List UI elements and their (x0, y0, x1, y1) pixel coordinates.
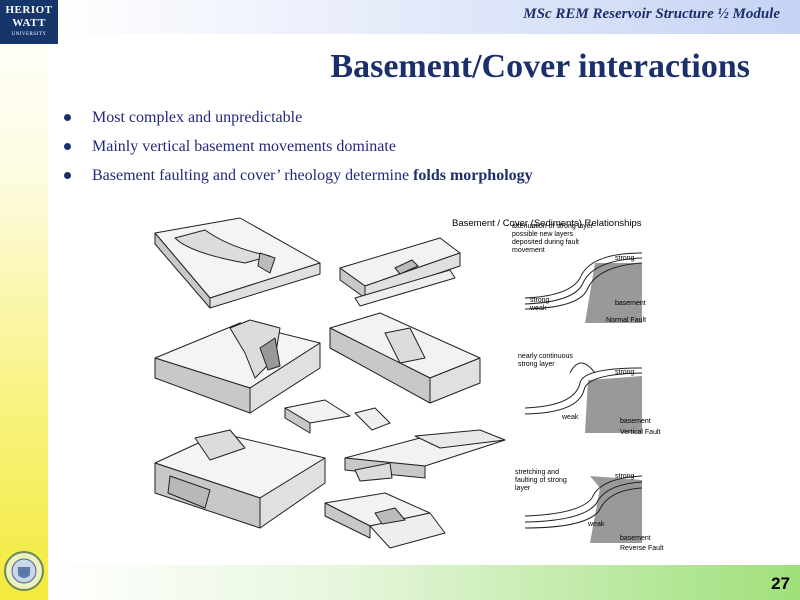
logo-line-2: WATT (12, 17, 46, 29)
bullet-dot-icon (64, 143, 71, 150)
heriot-watt-logo: HERIOT WATT UNIVERSITY (0, 0, 58, 44)
vertical-note-1: nearly continuous (518, 353, 573, 360)
normal-note-2: possible new layers (512, 231, 574, 238)
normal-basement-label: basement (615, 300, 646, 307)
bullet-text: Most complex and unpredictable (92, 109, 303, 126)
fault-block-diagram-4 (329, 312, 481, 404)
vertical-fault-section: nearly continuous strong layer strong we… (518, 353, 661, 436)
top-gradient-band (48, 0, 800, 34)
reverse-note-3: layer (515, 485, 531, 492)
page-number: 27 (771, 574, 790, 593)
bullet-text: Mainly vertical basement movements domin… (92, 138, 396, 155)
vertical-weak-label: weak (561, 414, 579, 421)
fault-block-diagram-7 (344, 429, 506, 482)
vertical-fault-caption: Vertical Fault (620, 429, 661, 436)
slide-title: Basement/Cover interactions (330, 48, 750, 85)
bottom-gradient-band (48, 565, 800, 600)
vertical-note-2: strong layer (518, 361, 555, 368)
fault-block-diagram-8 (324, 492, 446, 549)
reverse-weak-label: weak (587, 521, 605, 528)
course-title: MSc REM Reservoir Structure ½ Module (523, 6, 780, 22)
bullet-dot-icon (64, 114, 71, 121)
reverse-fault-caption: Reverse Fault (620, 545, 664, 552)
reverse-note-1: stretching and (515, 469, 559, 476)
normal-weak-label: weak (529, 305, 547, 312)
fault-block-diagram-3 (154, 319, 321, 414)
logo-line-1: HERIOT (5, 4, 53, 16)
fault-block-diagram-2 (339, 237, 461, 307)
bullet-list: Most complex and unpredictable Mainly ve… (62, 103, 533, 190)
vertical-strong-label: strong (615, 369, 635, 376)
university-seal-icon (4, 551, 44, 591)
normal-strong-top-label: strong (615, 255, 635, 262)
reverse-note-2: faulting of strong (515, 477, 567, 484)
fault-block-diagram-6 (154, 429, 326, 529)
normal-strong-bottom-label: strong (530, 297, 550, 304)
reverse-basement-label: basement (620, 535, 651, 542)
bullet-text-bold: folds morphology (413, 167, 533, 184)
normal-note-4: movement (512, 247, 545, 254)
logo-line-3: UNIVERSITY (11, 32, 47, 37)
figure-title: Basement / Cover (Sediments) Relationshi… (452, 218, 642, 229)
vertical-basement-label: basement (620, 418, 651, 425)
normal-fault-section: attenuation of strong layer possible new… (512, 223, 646, 324)
bullet-item: Basement faulting and cover’ rheology de… (62, 161, 533, 190)
bullet-item: Mainly vertical basement movements domin… (62, 132, 533, 161)
reverse-fault-section: stretching and faulting of strong layer … (515, 469, 664, 552)
left-decorative-strip (0, 0, 48, 600)
bullet-dot-icon (64, 172, 71, 179)
bullet-item: Most complex and unpredictable (62, 103, 533, 132)
fault-block-diagram-5 (284, 399, 391, 434)
normal-note-1: attenuation of strong layer (512, 223, 594, 230)
normal-note-3: deposited during fault (512, 239, 579, 246)
bullet-text: Basement faulting and cover’ rheology de… (92, 167, 414, 184)
normal-fault-caption: Normal Fault (606, 317, 646, 324)
basement-cover-figure: Basement / Cover (Sediments) Relationshi… (154, 217, 664, 552)
reverse-strong-label: strong (615, 473, 635, 480)
fault-block-diagram-1 (154, 217, 321, 309)
